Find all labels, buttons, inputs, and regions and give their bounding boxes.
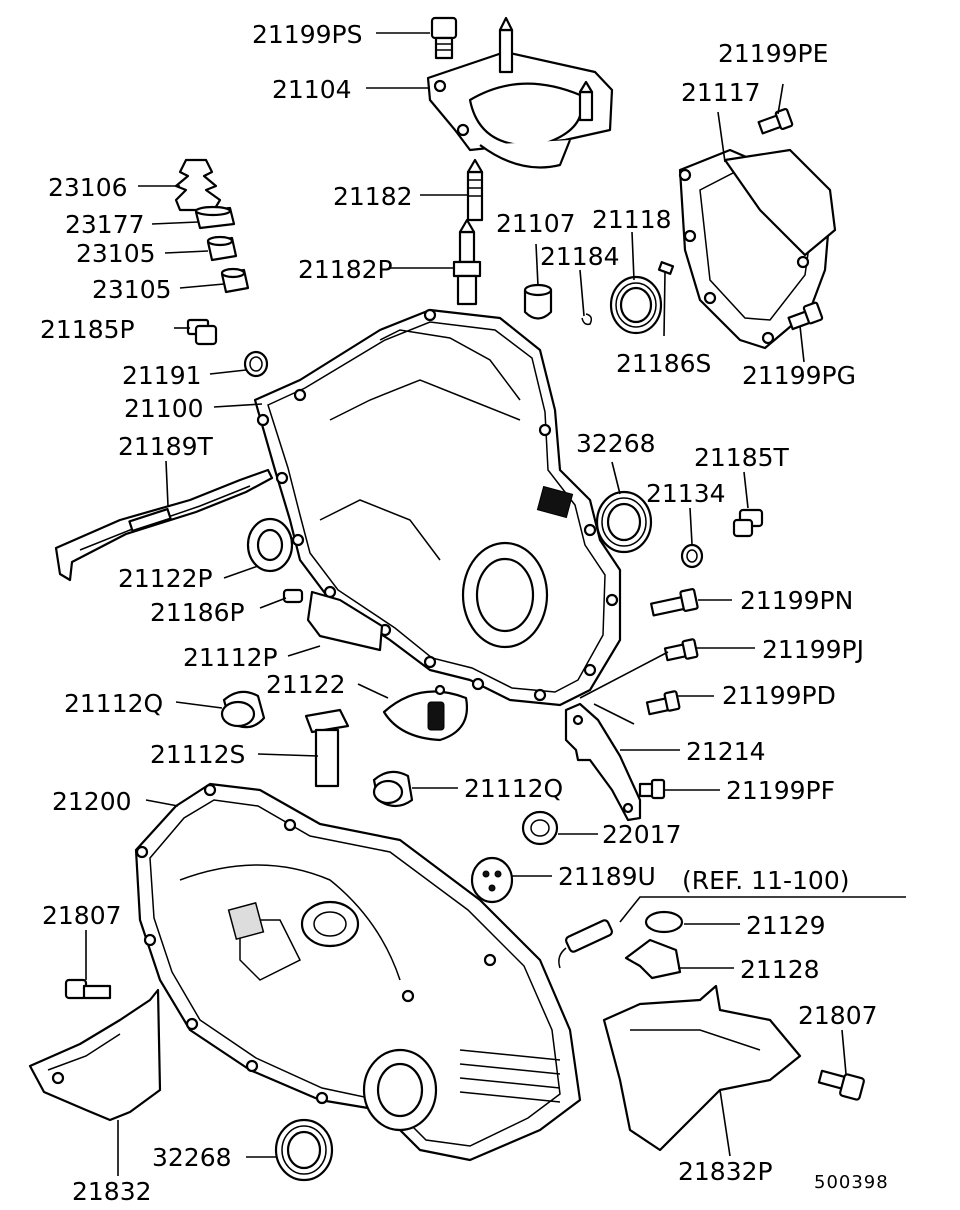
part-32268-oil-seal-lower [274,1118,334,1182]
label-21185P: 21185P [40,315,135,344]
part-23105-bushing-upper [206,235,238,262]
part-21199PF-bolt [638,778,666,800]
label-21118: 21118 [592,205,672,234]
part-21112Q-cap-lower [372,770,414,808]
part-21107-cap [523,283,553,320]
part-ref-sensor [558,919,614,969]
label-ref-note: (REF. 11-100) [682,866,849,895]
label-21214: 21214 [686,737,766,766]
leader-lines [85,32,906,1176]
part-21184-clip [581,313,593,326]
part-21200-clutch-housing [134,782,582,1162]
part-21186P-pin [282,588,304,604]
part-21122P-oil-seal [246,517,294,573]
part-21182P-stud [452,218,482,306]
part-21199PD-bolt [645,690,681,716]
part-21214-bracket [564,702,642,822]
part-23177-bushing [194,205,236,230]
label-21107: 21107 [496,209,576,238]
part-21189U-plug [470,856,514,904]
label-21186S: 21186S [616,349,711,378]
part-21189T-bracket [54,468,274,582]
label-21128: 21128 [740,955,820,984]
label-21200: 21200 [52,787,132,816]
label-22017: 22017 [602,820,682,849]
part-21128-clip [624,938,682,980]
part-21182-stud [466,158,484,222]
label-21122: 21122 [266,670,346,699]
part-21185T-plug [732,508,764,538]
part-21199PE-bolt [757,107,794,135]
part-labels: 21199PS 21104 21199PE 21117 23106 23177 … [40,20,889,1206]
label-21199PE: 21199PE [718,39,828,68]
part-21807-bolt-right [817,1069,865,1101]
label-21184: 21184 [540,242,620,271]
label-21199PD: 21199PD [722,681,836,710]
label-21129: 21129 [746,911,826,940]
part-21186S-pin [657,261,675,275]
part-22017-oil-seal [521,810,559,846]
part-21112Q-cap-upper [220,690,266,729]
label-21199PG: 21199PG [742,361,856,390]
label-21104: 21104 [272,75,352,104]
part-21134-o-ring [680,543,704,569]
part-21112S-boot [304,708,350,788]
part-21199PJ-bolt [663,638,699,662]
label-23105-lower: 23105 [92,275,172,304]
part-21832-bracket [28,988,162,1122]
label-21186P: 21186P [150,598,245,627]
part-21129-cap [644,910,684,934]
label-21189U: 21189U [558,862,656,891]
label-23177: 23177 [65,210,145,239]
part-21807-bolt-left [64,978,112,1000]
label-23106: 23106 [48,173,128,202]
part-32268-oil-seal-upper [595,490,653,554]
label-21199PF: 21199PF [726,776,835,805]
part-21832P-bracket [602,984,802,1152]
part-23106-boot [174,158,222,212]
label-21199PJ: 21199PJ [762,635,864,664]
part-21104-cover-plate [426,16,614,169]
label-21199PN: 21199PN [740,586,853,615]
label-21182: 21182 [333,182,413,211]
label-21807-right: 21807 [798,1001,878,1030]
label-32268-lower: 32268 [152,1143,232,1172]
label-21117: 21117 [681,78,761,107]
label-32268-upper: 32268 [576,429,656,458]
part-21100-transaxle-case [253,308,622,707]
part-21191-o-ring [243,350,269,378]
part-21112P-plate [306,590,384,652]
part-21122-shield [382,684,469,742]
part-23105-bushing-lower [220,267,250,294]
label-21832P: 21832P [678,1157,773,1186]
label-21199PS: 21199PS [252,20,362,49]
label-21191: 21191 [122,361,202,390]
label-21134: 21134 [646,479,726,508]
label-23105-upper: 23105 [76,239,156,268]
label-21112Q-lower: 21112Q [464,774,563,803]
label-21112P: 21112P [183,643,278,672]
label-21832: 21832 [72,1177,152,1206]
part-21199PG-bolt [787,301,824,331]
label-21112S: 21112S [150,740,245,769]
drawing-number: 500398 [814,1172,889,1193]
part-21199PS-bolt [430,16,458,60]
label-21807-left: 21807 [42,901,122,930]
label-21182P: 21182P [298,255,393,284]
part-21199PN-bolt [650,588,699,617]
label-21100: 21100 [124,394,204,423]
part-21185P-plug [186,318,218,346]
label-21122P: 21122P [118,564,213,593]
label-21112Q-upper: 21112Q [64,689,163,718]
label-21189T: 21189T [118,432,214,461]
label-21185T: 21185T [694,443,790,472]
part-21118-oil-seal [609,275,663,335]
